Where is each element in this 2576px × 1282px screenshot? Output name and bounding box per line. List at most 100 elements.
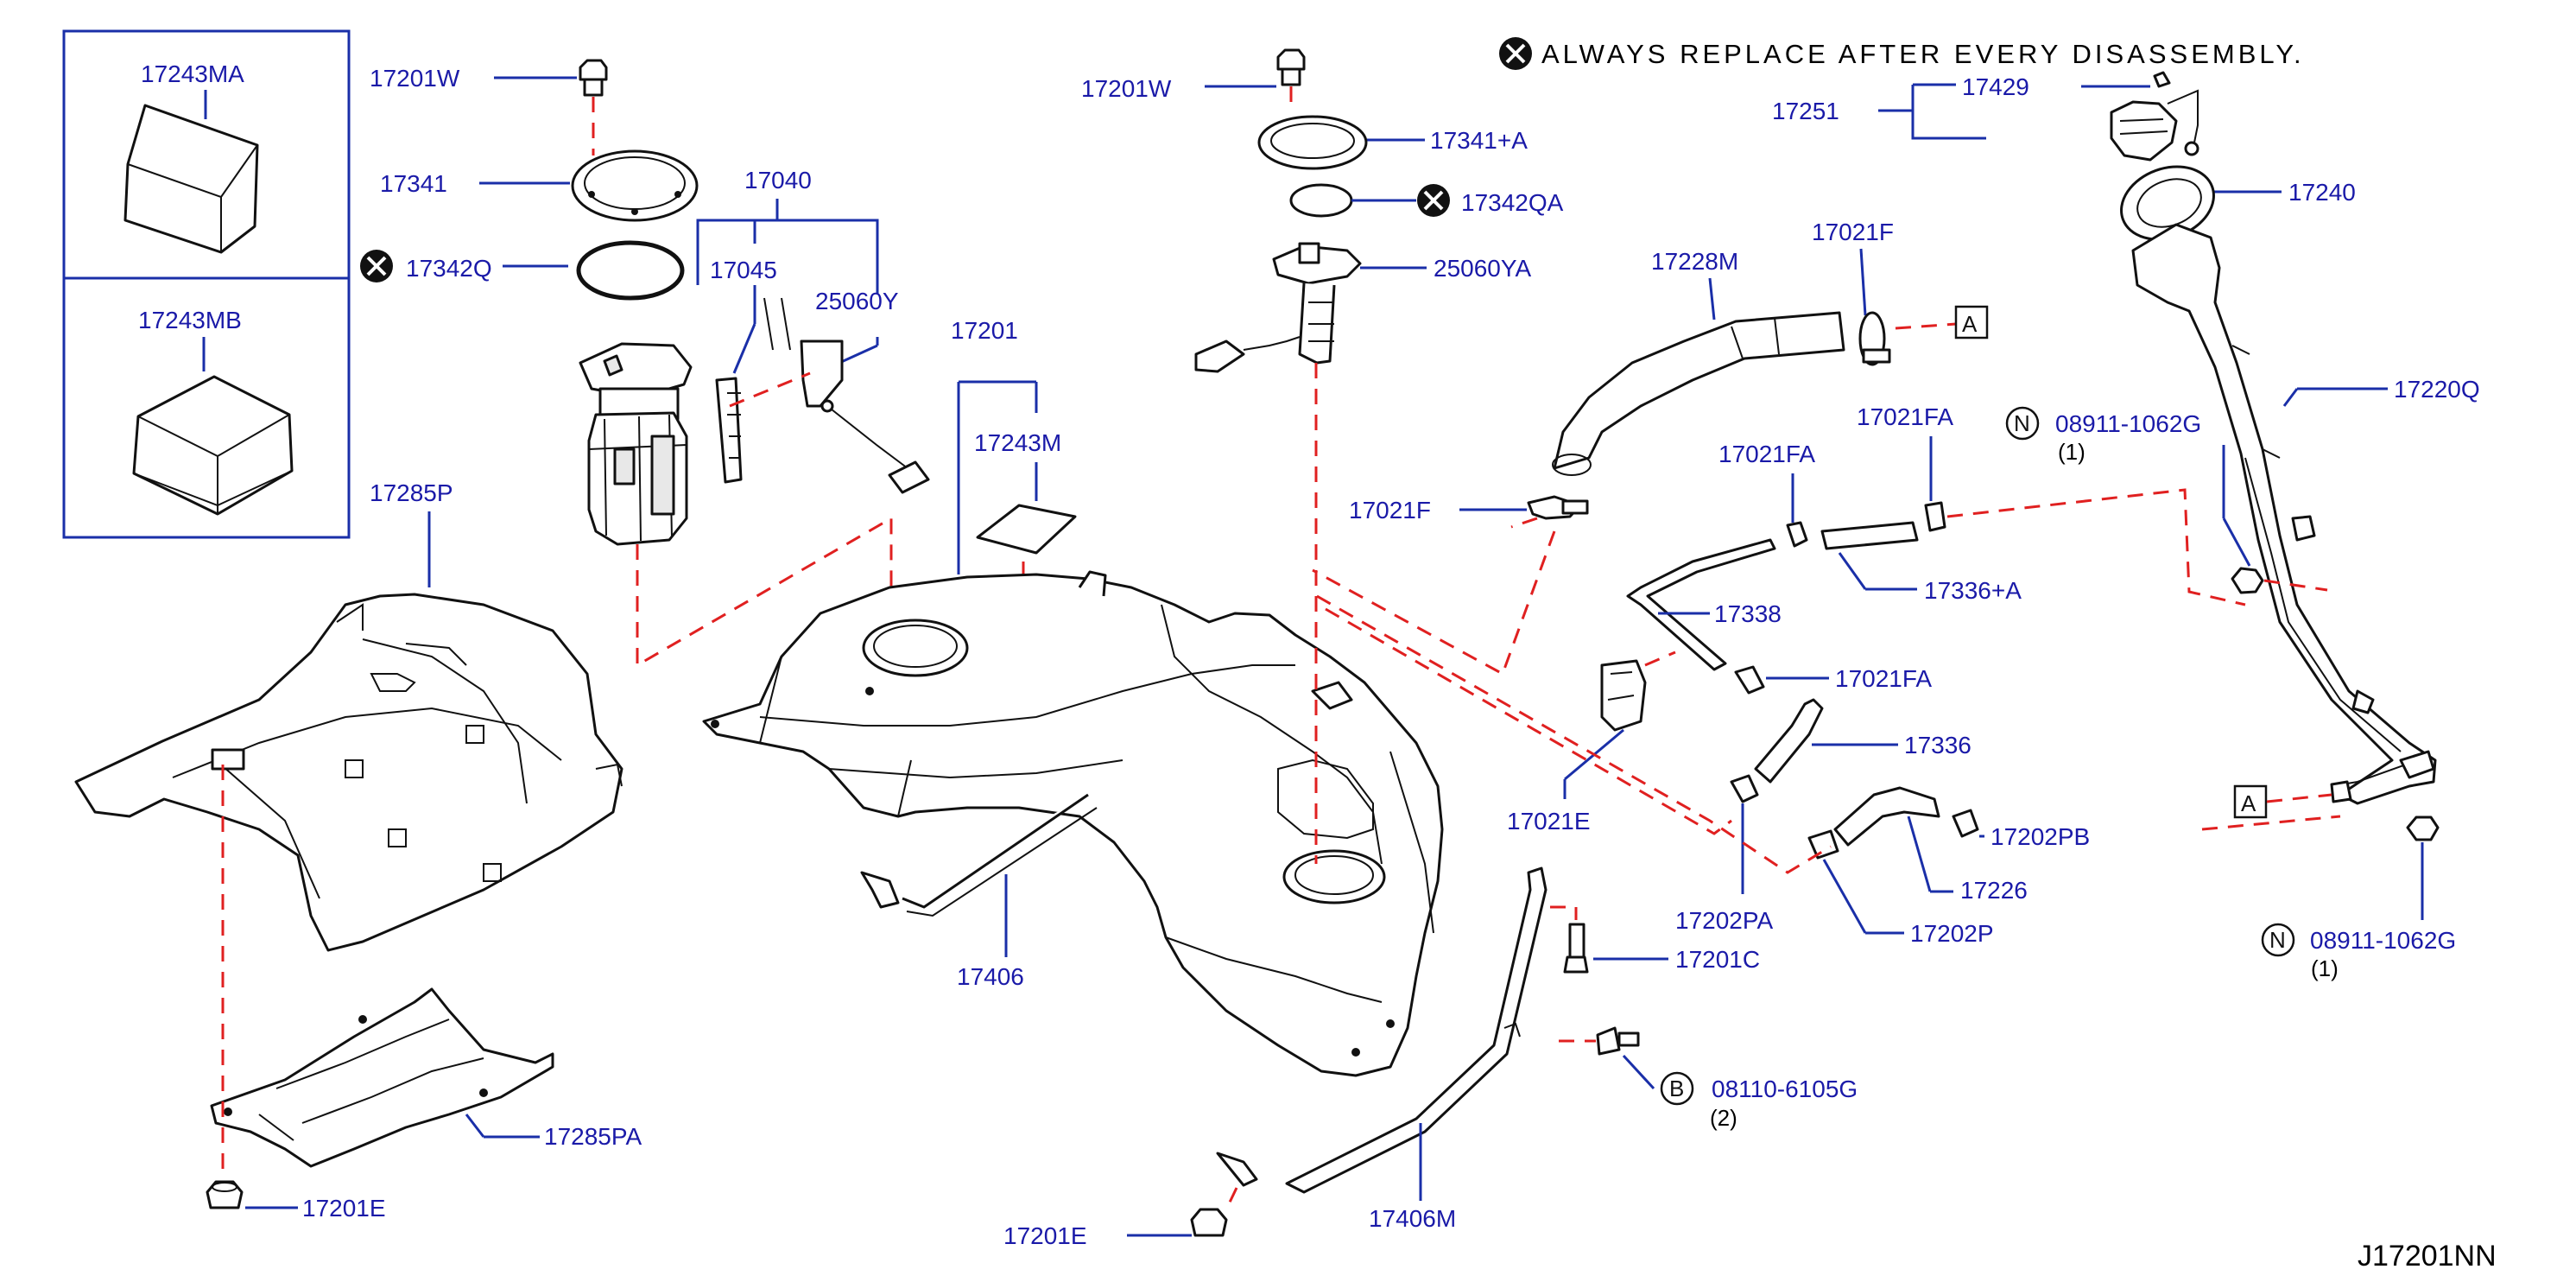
label-17021FA-2: 17021FA	[1857, 403, 1953, 430]
label-17045: 17045	[710, 257, 777, 283]
heat-shield-17285PA	[210, 987, 554, 1168]
lock-ring-17341A	[1257, 115, 1368, 170]
pad-17243MA	[123, 104, 259, 254]
label-17406M: 17406M	[1369, 1205, 1456, 1232]
label-17021F-top: 17021F	[1812, 219, 1894, 245]
label-17021FA-1: 17021FA	[1718, 441, 1815, 467]
label-17406: 17406	[957, 963, 1024, 990]
label-17240: 17240	[2288, 179, 2356, 206]
fuel-level-sensor-17045	[715, 377, 743, 484]
label-17243MB: 17243MB	[138, 307, 242, 333]
clamp-17202P	[1807, 829, 1839, 860]
label-17243M: 17243M	[974, 429, 1061, 456]
replace-note: ALWAYS REPLACE AFTER EVERY DISASSEMBLY.	[1499, 37, 2305, 70]
label-25060YA: 25060YA	[1434, 255, 1531, 282]
label-17226: 17226	[1960, 877, 2028, 904]
qty-08911-bottom: (1)	[2311, 955, 2339, 981]
label-17243MA: 17243MA	[141, 60, 244, 87]
bolt-symbol-B: B	[1660, 1071, 1694, 1106]
nut-08911-bottom	[2406, 816, 2440, 841]
hose-17226	[1833, 786, 1940, 847]
float-arm-25060Y	[763, 297, 930, 494]
pipe-17338	[1626, 538, 1776, 671]
label-08911-top: 08911-1062G	[2055, 410, 2201, 437]
label-17341: 17341	[380, 170, 447, 197]
label-17201C: 17201C	[1675, 946, 1760, 973]
o-ring-17342Q	[576, 240, 685, 301]
label-17342QA: 17342QA	[1461, 189, 1564, 216]
label-17429: 17429	[1962, 73, 2029, 100]
label-17021E: 17021E	[1507, 808, 1591, 835]
label-17251: 17251	[1772, 98, 1839, 124]
bolt-17201C	[1563, 923, 1589, 974]
hose-17336A	[1820, 521, 1919, 550]
clamp-17021F-mid	[1527, 495, 1589, 520]
bolt-17201W-left	[579, 59, 608, 97]
label-17201W-left: 17201W	[370, 65, 460, 92]
ref-A-top: A	[1954, 305, 1989, 340]
hose-17336	[1754, 698, 1824, 784]
clamp-17202PB	[1952, 809, 1979, 838]
label-17202P: 17202P	[1910, 920, 1994, 947]
label-25060Y: 25060Y	[815, 288, 899, 314]
replace-note-text: ALWAYS REPLACE AFTER EVERY DISASSEMBLY.	[1541, 39, 2305, 69]
clamp-17021FA-3	[1734, 665, 1765, 695]
label-08911-bottom: 08911-1062G	[2310, 927, 2456, 954]
qty-08110: (2)	[1710, 1105, 1737, 1131]
o-ring-17342QA	[1289, 183, 1353, 218]
pad-17243MB	[132, 375, 294, 516]
bolt-17201W-mid	[1276, 48, 1306, 86]
label-08110: 08110-6105G	[1712, 1076, 1858, 1102]
clip-17021E	[1600, 659, 1647, 732]
fuel-pump-module-17040	[579, 342, 693, 546]
nut-symbol-N-top: N	[2005, 406, 2040, 441]
label-17201: 17201	[951, 317, 1018, 344]
clamp-17021FA-1	[1786, 521, 1808, 548]
pad-17243M	[976, 504, 1077, 555]
svg-text:A: A	[2241, 790, 2256, 816]
tank-strap-17406M	[1216, 866, 1547, 1194]
label-17201E-left: 17201E	[302, 1195, 386, 1222]
qty-08911-top: (1)	[2058, 439, 2085, 465]
nut-symbol-N-bottom: N	[2261, 923, 2295, 957]
label-17285PA: 17285PA	[544, 1123, 642, 1150]
label-17202PA: 17202PA	[1675, 907, 1773, 934]
replace-mark-17342Q	[360, 250, 393, 282]
nut-08911-top	[2231, 567, 2264, 594]
label-17021FA-3: 17021FA	[1835, 665, 1932, 692]
label-17220Q: 17220Q	[2394, 376, 2480, 403]
clamp-17021FA-2	[1924, 501, 1946, 532]
filler-hose-17228M	[1552, 311, 1845, 476]
svg-text:N: N	[2014, 410, 2030, 436]
label-17201W-mid: 17201W	[1081, 75, 1172, 102]
ref-A-right: A	[2233, 784, 2268, 819]
label-17021F-mid: 17021F	[1349, 497, 1431, 524]
label-17342Q: 17342Q	[406, 255, 492, 282]
label-17201E-bottom: 17201E	[1003, 1222, 1087, 1249]
clamp-17202PA	[1730, 774, 1759, 803]
svg-text:B: B	[1669, 1076, 1684, 1101]
lock-ring-17341	[571, 149, 699, 222]
tank-strap-17406	[860, 793, 1098, 917]
inset-box: 17243MA 17243MB	[62, 29, 351, 539]
label-17285P: 17285P	[370, 479, 453, 506]
svg-text:N: N	[2269, 927, 2286, 953]
label-17341A: 17341+A	[1430, 127, 1528, 154]
diagram-code: J17201NN	[2358, 1240, 2497, 1272]
clamp-17021F-top	[1858, 311, 1891, 366]
fuel-cap-17251	[2110, 71, 2199, 162]
replace-mark-17342QA	[1417, 184, 1450, 217]
label-17336: 17336	[1904, 732, 1972, 758]
svg-text:A: A	[1962, 311, 1978, 337]
bolt-08110	[1596, 1026, 1640, 1056]
fuel-pump-25060YA	[1194, 242, 1362, 373]
fuel-tank-17201	[702, 570, 1444, 1077]
nut-17201E-left	[206, 1180, 244, 1209]
nut-17201E-bottom	[1190, 1208, 1228, 1237]
label-17336A: 17336+A	[1924, 577, 2022, 604]
label-17040: 17040	[744, 167, 812, 194]
label-17202PB: 17202PB	[1991, 823, 2090, 850]
label-17228M: 17228M	[1651, 248, 1738, 275]
label-17338: 17338	[1714, 600, 1782, 627]
